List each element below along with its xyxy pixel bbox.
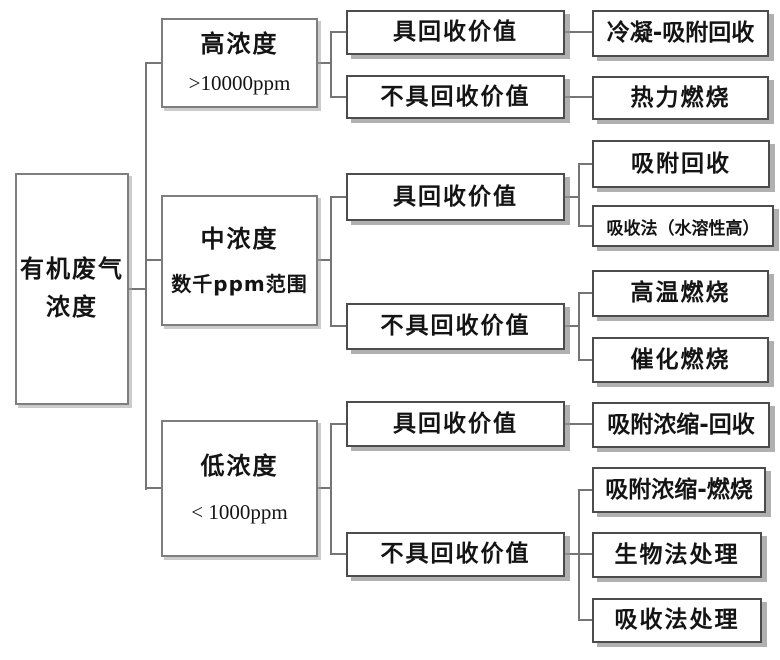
connector-line — [129, 288, 147, 290]
node-range-label: 数千ppm范围 — [171, 272, 308, 297]
connector-line — [578, 489, 592, 491]
connector-line — [145, 62, 161, 64]
node-method-condensation-adsorption-recovery: 冷凝-吸附回收 — [592, 10, 769, 57]
node-high-concentration: 高浓度 >10000ppm — [161, 18, 318, 108]
node-label: 具回收价值 — [393, 410, 518, 437]
node-method-adsorption-recovery: 吸附回收 — [592, 140, 770, 188]
connector-line — [318, 62, 332, 64]
node-label: 高浓度 — [200, 29, 279, 58]
connector-line — [330, 423, 332, 555]
connector-line — [330, 325, 346, 327]
node-label: 中浓度 — [200, 224, 279, 253]
node-label: 催化燃烧 — [630, 346, 731, 373]
node-range-label: >10000ppm — [188, 71, 291, 96]
node-label: 生物法处理 — [614, 541, 740, 568]
node-range-label: < 1000ppm — [191, 499, 288, 524]
connector-line — [330, 96, 346, 98]
node-low-concentration: 低浓度 < 1000ppm — [161, 420, 318, 557]
connector-line — [578, 619, 592, 621]
node-method-high-temperature-combustion: 高温燃烧 — [592, 270, 769, 317]
node-label: 低浓度 — [200, 452, 279, 481]
node-label: 冷凝-吸附回收 — [606, 20, 755, 47]
connector-line — [578, 292, 580, 361]
connector-line — [565, 553, 580, 555]
connector-line — [318, 259, 332, 261]
node-label: 吸附浓缩-回收 — [607, 411, 755, 438]
node-method-absorption-high-water-solubility: 吸收法（水溶性高） — [592, 205, 774, 247]
node-label: 吸附回收 — [631, 150, 731, 177]
node-label: 浓度 — [46, 293, 98, 321]
node-low-non-recoverable: 不具回收价值 — [346, 532, 565, 577]
connector-line — [578, 553, 592, 555]
connector-line — [578, 489, 580, 621]
connector-line — [578, 292, 592, 294]
connector-line — [578, 359, 592, 361]
node-label: 不具回收价值 — [380, 83, 531, 110]
node-method-adsorption-concentration-recovery: 吸附浓缩-回收 — [592, 402, 770, 448]
node-high-recoverable: 具回收价值 — [346, 10, 565, 55]
connector-line — [330, 423, 346, 425]
node-method-adsorption-concentration-combustion: 吸附浓缩-燃烧 — [592, 467, 766, 513]
node-label: 吸收法（水溶性高） — [606, 218, 760, 239]
node-label: 不具回收价值 — [380, 313, 531, 340]
connector-line — [330, 31, 332, 98]
connector-line — [565, 423, 592, 425]
connector-line — [145, 62, 147, 490]
connector-line — [330, 31, 346, 33]
connector-line — [578, 163, 580, 227]
node-medium-concentration: 中浓度 数千ppm范围 — [161, 195, 318, 326]
node-method-biological-treatment: 生物法处理 — [592, 532, 762, 578]
node-high-non-recoverable: 不具回收价值 — [346, 75, 565, 119]
node-root-organic-waste-gas-concentration: 有机废气 浓度 — [15, 173, 129, 405]
connector-line — [565, 96, 592, 98]
connector-line — [145, 259, 161, 261]
node-label: 不具回收价值 — [380, 541, 531, 568]
node-low-recoverable: 具回收价值 — [346, 401, 565, 447]
connector-line — [330, 196, 346, 198]
connector-line — [330, 196, 332, 327]
connector-line — [145, 487, 161, 489]
connector-line — [565, 325, 580, 327]
node-label: 热力燃烧 — [630, 84, 731, 111]
node-method-thermal-combustion: 热力燃烧 — [592, 76, 769, 120]
node-label: 具回收价值 — [393, 19, 518, 46]
node-label: 具回收价值 — [393, 183, 518, 210]
node-label: 有机废气 — [20, 255, 124, 284]
node-medium-non-recoverable: 不具回收价值 — [346, 303, 565, 350]
connector-line — [578, 163, 592, 165]
node-method-catalytic-combustion: 催化燃烧 — [592, 337, 769, 383]
connector-line — [565, 196, 580, 198]
connector-line — [578, 225, 592, 227]
connector-line — [330, 553, 346, 555]
node-label: 吸附浓缩-燃烧 — [605, 476, 753, 503]
node-method-absorption-treatment: 吸收法处理 — [592, 598, 762, 643]
connector-line — [565, 31, 592, 33]
node-medium-recoverable: 具回收价值 — [346, 173, 565, 221]
node-label: 吸收法处理 — [614, 607, 740, 634]
connector-line — [318, 487, 332, 489]
node-label: 高温燃烧 — [630, 280, 731, 307]
